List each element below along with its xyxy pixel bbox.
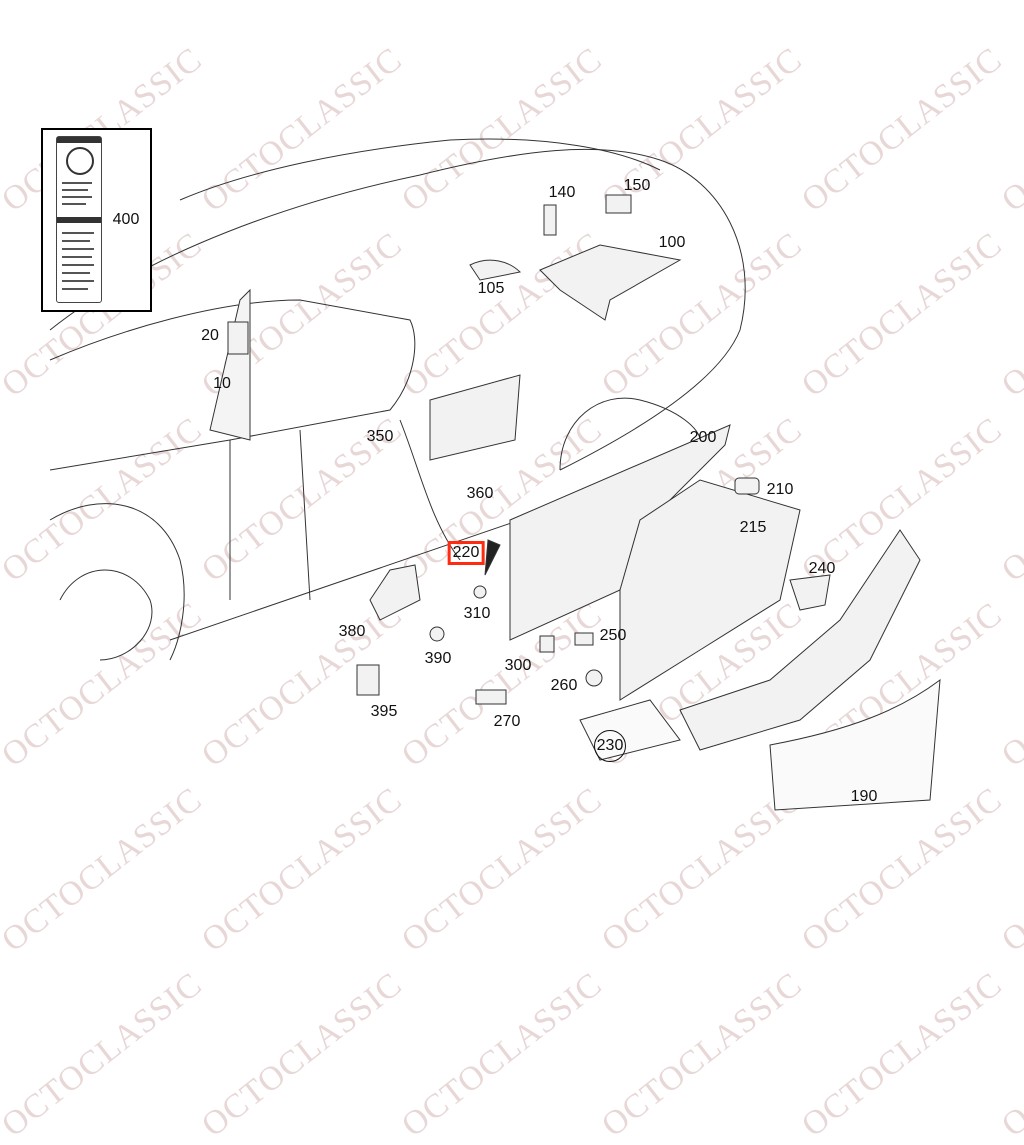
callout-310[interactable]: 310 [463,605,491,622]
callout-350[interactable]: 350 [366,428,394,445]
callout-20[interactable]: 20 [201,327,219,344]
callout-300[interactable]: 300 [504,657,532,674]
callout-150[interactable]: 150 [623,177,651,194]
watermark-text: OCTOCLASSIC [595,965,810,1145]
callout-395[interactable]: 395 [370,703,398,720]
callout-380[interactable]: 380 [338,623,366,640]
watermark-text: OCTOCLASSIC [195,965,410,1145]
callout-10[interactable]: 10 [213,375,231,392]
callout-210[interactable]: 210 [766,481,794,498]
callout-215[interactable]: 215 [739,519,767,536]
callout-390[interactable]: 390 [424,650,452,667]
watermark-text: OCTOCLASSIC [395,965,610,1145]
callout-240[interactable]: 240 [808,560,836,577]
callout-360[interactable]: 360 [466,485,494,502]
callout-400[interactable]: 400 [112,211,140,228]
callout-260[interactable]: 260 [550,677,578,694]
callout-220-highlighted[interactable]: 220 [447,541,485,565]
watermark-text: OCTOCLASSIC [795,965,1010,1145]
callout-200[interactable]: 200 [689,429,717,446]
watermark-text: OCTOCLASSIC [0,965,210,1145]
callout-250[interactable]: 250 [599,627,627,644]
warning-label-part-400 [41,128,152,312]
parts-diagram [49,138,941,811]
callout-190[interactable]: 190 [850,788,878,805]
watermark-text: OCTOCLASSIC [995,965,1024,1145]
callout-105[interactable]: 105 [477,280,505,297]
part-sketches [227,194,941,811]
callout-270[interactable]: 270 [493,713,521,730]
callout-140[interactable]: 140 [548,184,576,201]
callout-100[interactable]: 100 [658,234,686,251]
warning-sticker-icon [56,136,102,303]
callout-230[interactable]: 230 [594,730,626,762]
